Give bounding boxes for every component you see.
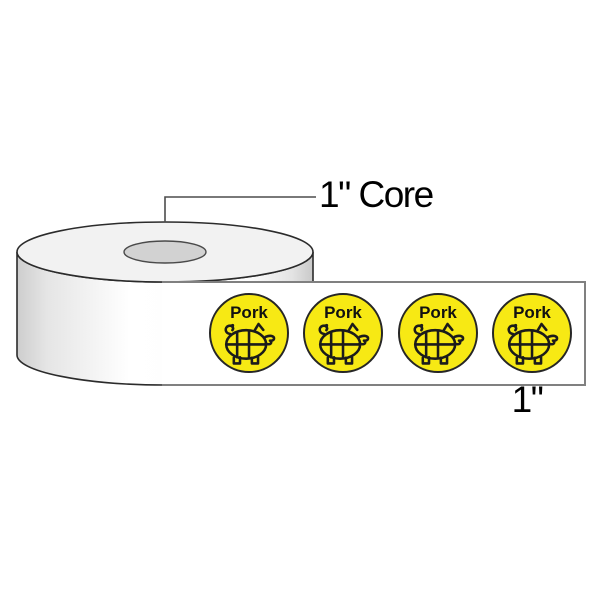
label-strip-border	[162, 281, 586, 386]
pig-icon	[223, 322, 275, 365]
pork-sticker: Pork	[303, 293, 383, 373]
pig-icon	[412, 322, 464, 365]
core-leader-line	[164, 196, 316, 222]
pig-icon	[317, 322, 369, 365]
sticker-label: Pork	[513, 303, 551, 322]
core-size-annotation: 1" Core	[319, 174, 434, 215]
sticker-label: Pork	[230, 303, 268, 322]
pork-sticker: Pork	[398, 293, 478, 373]
pork-sticker: Pork	[492, 293, 572, 373]
pork-sticker: Pork	[209, 293, 289, 373]
roll-core	[123, 240, 207, 264]
label-size-annotation: 1"	[511, 379, 544, 420]
sticker-label: Pork	[419, 303, 457, 322]
sticker-label: Pork	[324, 303, 362, 322]
pig-icon	[506, 322, 558, 365]
